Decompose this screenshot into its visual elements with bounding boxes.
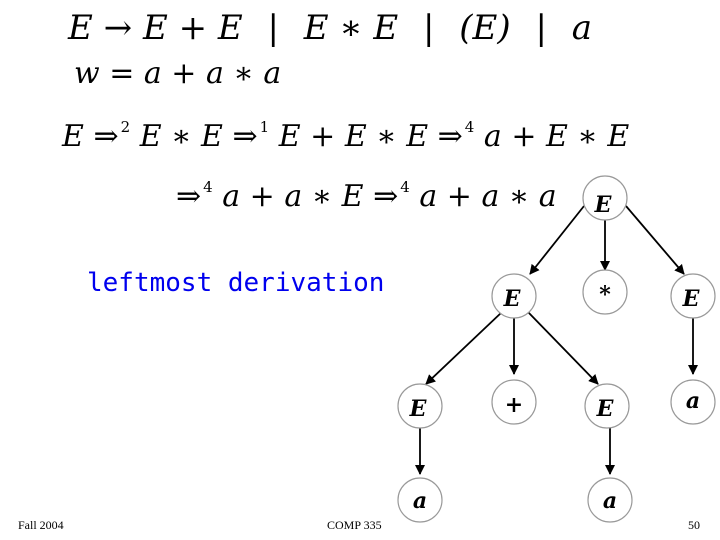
derivation-step: E ∗ E — [139, 119, 223, 154]
arrow-rule-label: 4 — [400, 178, 410, 196]
derives-arrow-icon: ⇒ — [176, 179, 202, 214]
node-l1-mid — [582, 269, 628, 315]
node-l2-a — [397, 383, 443, 429]
node-label: a — [413, 488, 427, 514]
derivation-step: E + E ∗ E — [278, 119, 429, 154]
node-label: E — [503, 286, 522, 312]
page-number: 50 — [688, 518, 700, 532]
arrow-rule-label: 4 — [464, 118, 475, 136]
node-label: a — [603, 488, 617, 514]
derivation-line-1: E ⇒2 E ∗ E ⇒1 E + E ∗ E ⇒4 a + E ∗ E — [62, 118, 629, 154]
derives-arrow-icon: ⇒ — [437, 119, 463, 154]
edge-root-left — [529, 205, 585, 275]
node-label: E — [682, 286, 701, 312]
node-root — [582, 175, 628, 221]
edge-left-c — [527, 311, 599, 385]
tree-edges — [415, 205, 698, 475]
edge-root-right — [625, 205, 685, 275]
derives-arrow-icon: ⇒ — [373, 179, 399, 214]
node-label: E — [596, 396, 615, 422]
node-label: E — [409, 396, 428, 422]
derivation-step: E — [62, 119, 84, 154]
arrow-rule-label: 4 — [203, 178, 213, 196]
node-label: * — [599, 282, 611, 308]
arrow-rule-label: 1 — [259, 118, 270, 136]
grammar-alt-4: a — [571, 8, 592, 48]
footer-center: COMP 335 — [327, 518, 382, 532]
grammar-bar-1: | — [267, 8, 279, 48]
input-word: w = a + a ∗ a — [74, 56, 282, 91]
derivation-line-2: ⇒4 a + a ∗ E ⇒4 a + a ∗ a — [176, 178, 557, 214]
edge-left-a — [425, 311, 503, 385]
grammar-lhs: E — [68, 8, 93, 48]
node-l1-left — [491, 273, 537, 319]
grammar-alt-3: (E) — [459, 8, 511, 48]
caption-leftmost-derivation: leftmost derivation — [87, 268, 385, 298]
grammar-alt-2: E ∗ E — [303, 8, 399, 48]
node-label: E — [594, 192, 613, 218]
node-l1-right — [670, 273, 716, 319]
arrow-rule-label: 2 — [120, 118, 131, 136]
grammar-bar-2: | — [422, 8, 435, 48]
grammar-alt-1: E + E — [142, 8, 243, 48]
grammar-bar-3: | — [535, 8, 547, 48]
node-l3-a — [397, 477, 443, 523]
footer-left: Fall 2004 — [18, 518, 64, 532]
derivation-step: a + a ∗ E — [222, 179, 364, 214]
production-arrow-icon: → — [103, 8, 133, 48]
node-label: a — [686, 388, 700, 414]
derives-arrow-icon: ⇒ — [232, 119, 258, 154]
node-l3-c — [587, 477, 633, 523]
derivation-step: a + a ∗ a — [419, 179, 557, 214]
node-l2-c — [584, 383, 630, 429]
derives-arrow-icon: ⇒ — [93, 119, 119, 154]
grammar-rule: E → E + E | E ∗ E | (E) | a — [68, 8, 592, 48]
derivation-step: a + E ∗ E — [483, 119, 630, 154]
node-l2-d — [670, 379, 716, 425]
node-label: + — [505, 392, 523, 418]
node-l2-b — [491, 379, 537, 425]
